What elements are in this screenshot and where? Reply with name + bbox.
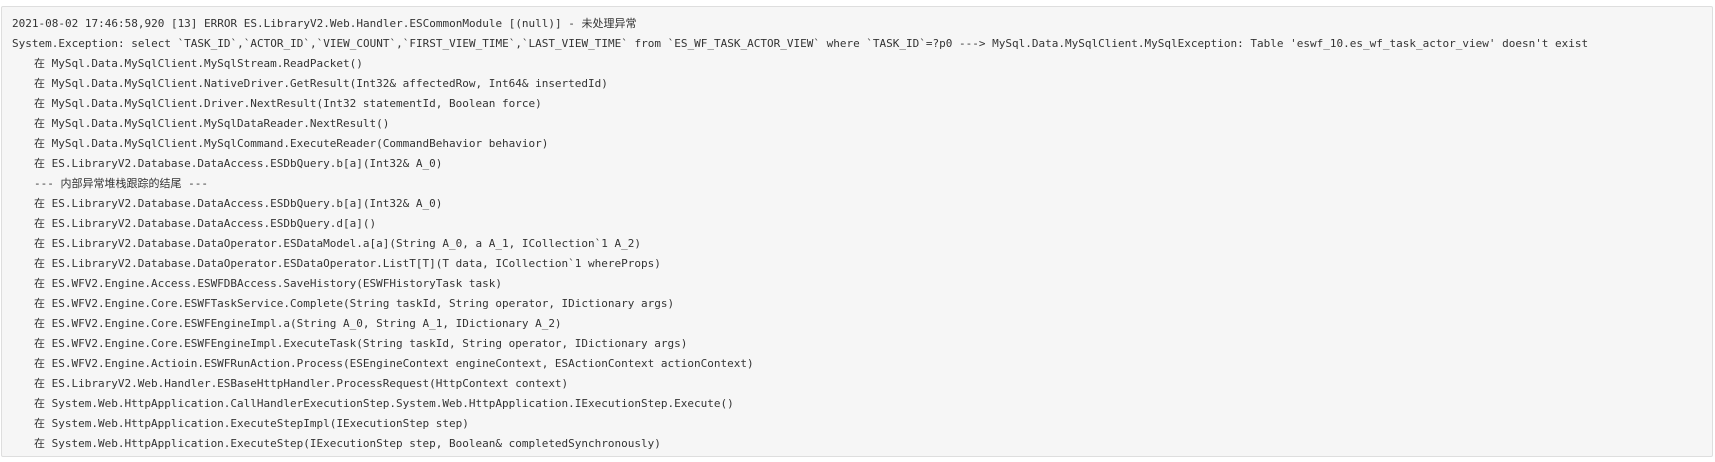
stack-frame: 在 MySql.Data.MySqlClient.MySqlCommand.Ex… [34, 137, 549, 150]
log-output-panel: 2021-08-02 17:46:58,920 [13] ERROR ES.Li… [1, 6, 1713, 457]
stack-frame: 在 MySql.Data.MySqlClient.MySqlDataReader… [34, 117, 390, 130]
stack-frame: 在 ES.LibraryV2.Database.DataAccess.ESDbQ… [34, 217, 377, 230]
stack-frame: 在 ES.WFV2.Engine.Core.ESWFEngineImpl.Exe… [34, 337, 688, 350]
stack-frame: 在 System.Web.HttpApplication.CallHandler… [34, 397, 734, 410]
stack-frame: 在 MySql.Data.MySqlClient.Driver.NextResu… [34, 97, 542, 110]
stack-frame: 在 ES.LibraryV2.Web.Handler.ESBaseHttpHan… [34, 377, 569, 390]
stack-frame: 在 ES.WFV2.Engine.Core.ESWFEngineImpl.a(S… [34, 317, 562, 330]
stack-frame: 在 MySql.Data.MySqlClient.NativeDriver.Ge… [34, 77, 608, 90]
stack-frame: 在 ES.LibraryV2.Database.DataOperator.ESD… [34, 237, 642, 250]
stack-frame: 在 ES.LibraryV2.Database.DataAccess.ESDbQ… [34, 157, 443, 170]
log-header-line: 2021-08-02 17:46:58,920 [13] ERROR ES.Li… [12, 17, 637, 30]
exception-message-line: System.Exception: select `TASK_ID`,`ACTO… [12, 37, 1589, 50]
stack-frame: 在 System.Web.HttpApplication.ExecuteStep… [34, 437, 661, 450]
stack-frame: 在 ES.WFV2.Engine.Core.ESWFTaskService.Co… [34, 297, 675, 310]
stack-frame: 在 ES.WFV2.Engine.Access.ESWFDBAccess.Sav… [34, 277, 502, 290]
stack-frame: 在 System.Web.HttpApplication.ExecuteStep… [34, 417, 469, 430]
stack-frame: 在 ES.LibraryV2.Database.DataAccess.ESDbQ… [34, 197, 443, 210]
stack-frame: 在 ES.LibraryV2.Database.DataOperator.ESD… [34, 257, 661, 270]
stack-frame: 在 ES.WFV2.Engine.Actioin.ESWFRunAction.P… [34, 357, 754, 370]
stack-frame: 在 MySql.Data.MySqlClient.MySqlStream.Rea… [34, 57, 363, 70]
inner-exception-end-marker: --- 内部异常堆栈跟踪的结尾 --- [34, 177, 208, 190]
